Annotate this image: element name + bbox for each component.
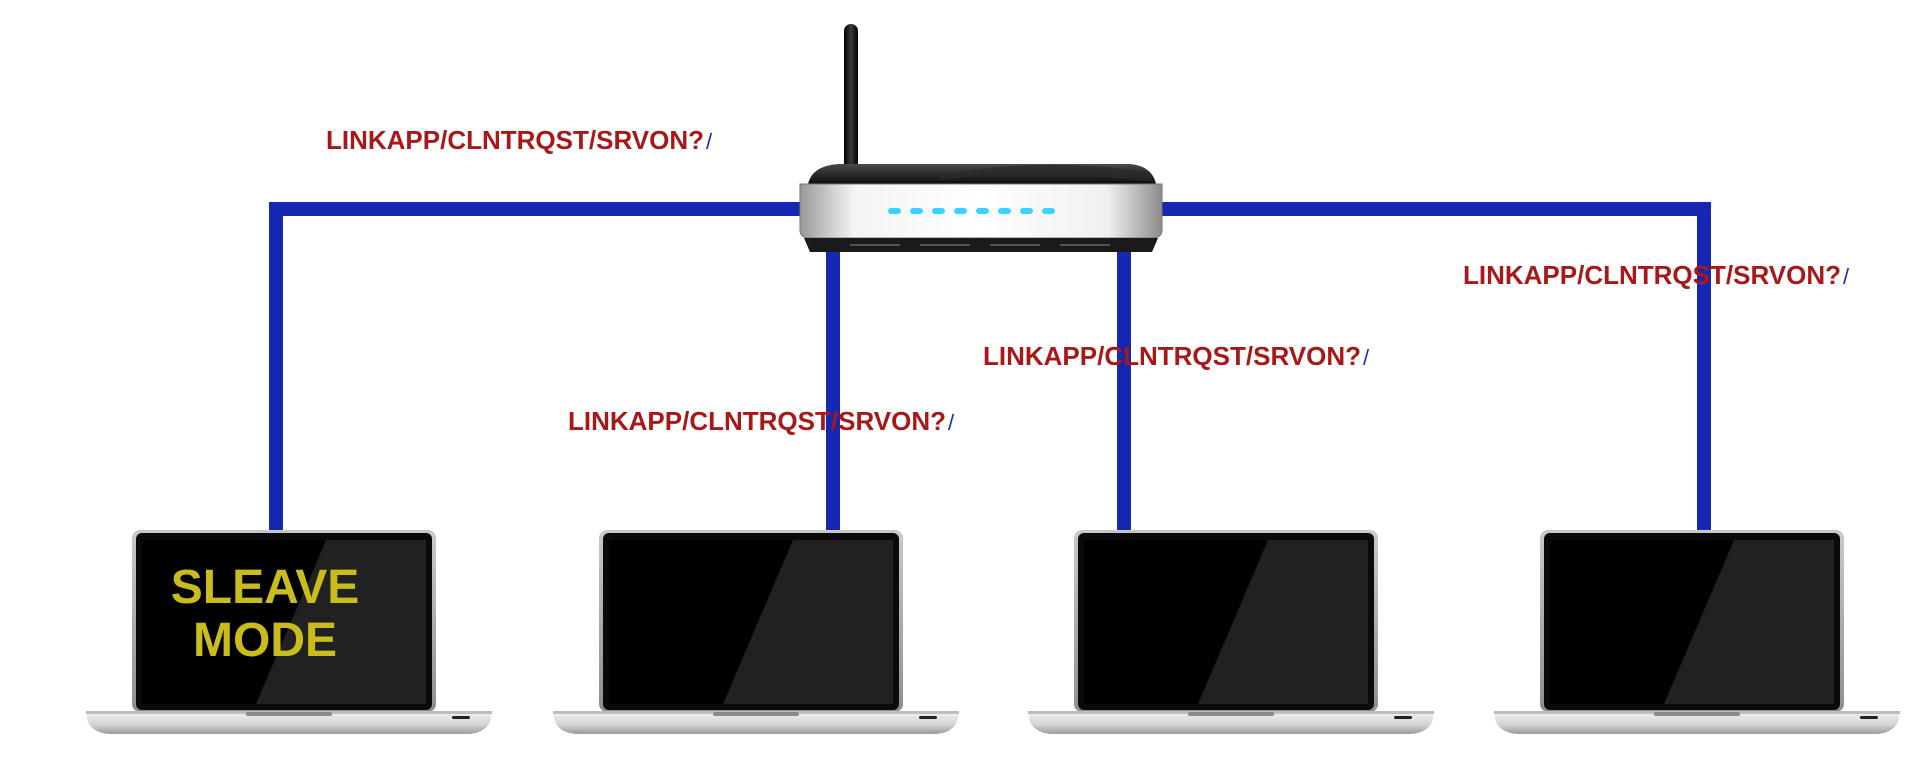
link-label-4: LINKAPP/CLNTRQST/SRVON?/ <box>1463 260 1850 290</box>
link-label-2: LINKAPP/CLNTRQST/SRVON?/ <box>568 406 955 436</box>
laptop-icon <box>1494 530 1900 740</box>
laptop-icon <box>553 530 959 740</box>
laptop-screen-text: SLEAVE MODE <box>170 561 360 667</box>
wifi-router-icon <box>799 24 1163 252</box>
router-status-leds <box>888 208 1055 214</box>
router-antenna <box>844 24 858 174</box>
link-line-1 <box>269 202 800 535</box>
link-label-3: LINKAPP/CLNTRQST/SRVON?/ <box>983 341 1370 371</box>
link-label-1: LINKAPP/CLNTRQST/SRVON?/ <box>326 125 713 155</box>
laptop-icon: SLEAVE MODE <box>86 530 492 740</box>
link-line-4 <box>1155 202 1711 535</box>
laptop-icon <box>1028 530 1434 740</box>
router-base <box>804 238 1158 252</box>
